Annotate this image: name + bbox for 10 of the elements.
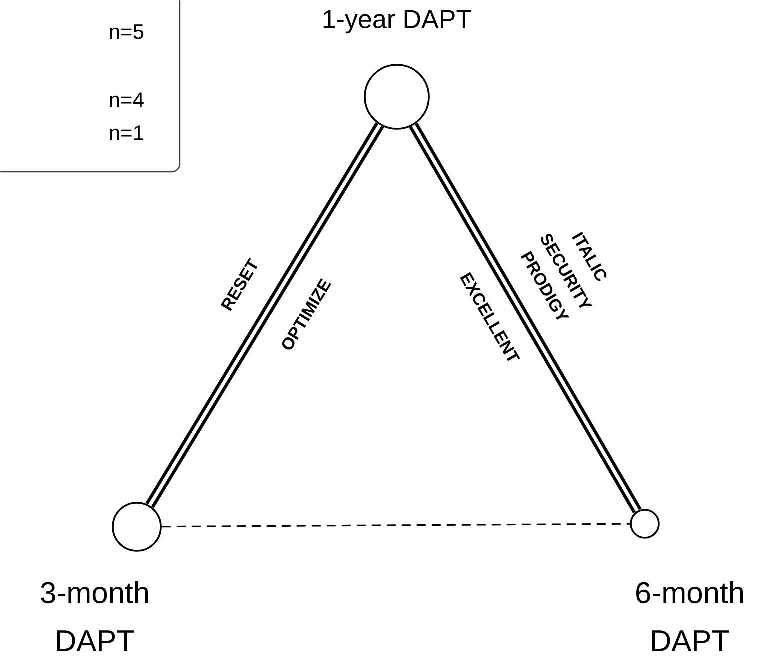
legend-box: n=5 n=4 n=1	[0, 0, 181, 173]
node-label: 3-month DAPT	[41, 582, 148, 652]
node-label: 6-month DAPT	[636, 582, 744, 652]
circle-node: 3-month DAPT	[41, 502, 162, 652]
dashed-line	[162, 523, 630, 528]
double-line	[146, 122, 384, 508]
circle-node: 1-year DAPT	[324, 10, 472, 130]
circle-node: 6-month DAPT	[630, 509, 744, 652]
double-line	[409, 122, 642, 514]
node-label: 1-year DAPT	[324, 10, 472, 34]
